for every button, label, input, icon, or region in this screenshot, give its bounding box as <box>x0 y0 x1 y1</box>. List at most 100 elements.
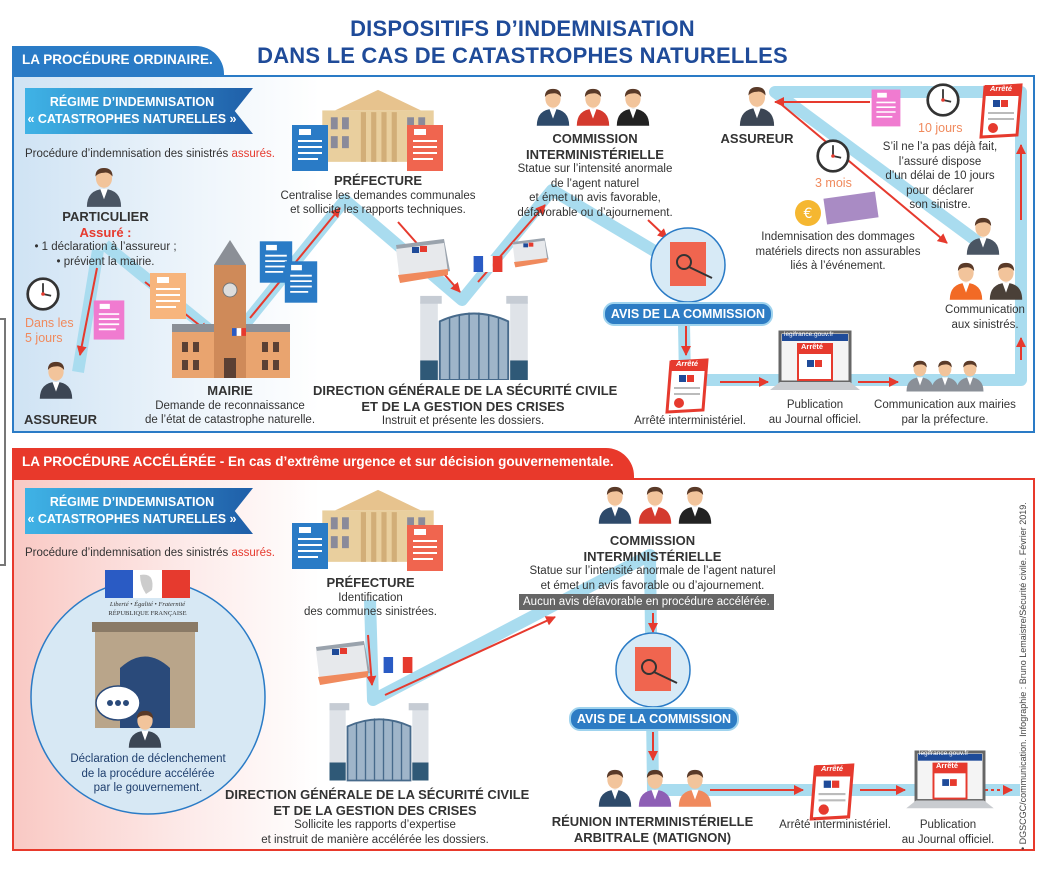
dossier-folder-icon <box>512 238 549 268</box>
arrete-label: Arrêté interministériel. <box>779 819 891 831</box>
regime-banner: RÉGIME D’INDEMNISATION « CATASTROPHES NA… <box>25 88 253 134</box>
delay-3-mois: 3 mois <box>815 176 852 190</box>
prefecture-desc: Centralise les demandes communales <box>280 189 476 202</box>
avis-commission-pill: AVIS DE LA COMMISSION <box>603 302 773 326</box>
prefecture-desc: et sollicite les rapports techniques. <box>290 204 466 216</box>
page-title: DISPOSITIFS D’INDEMNISATION DANS LE CAS … <box>0 15 1045 69</box>
intro-highlight: assurés. <box>231 547 275 559</box>
desc-line: l’assuré dispose <box>898 155 982 168</box>
commission-desc: défavorable ou d’ajournement. <box>517 206 673 219</box>
sinistre-person-icon <box>949 262 983 300</box>
accelerated-arrows <box>366 613 1013 795</box>
avis-review-icon <box>615 632 691 708</box>
commission-block: COMMISSION INTERMINISTÉRIELLE Statue sur… <box>515 533 790 593</box>
commission-member-icon <box>598 486 632 524</box>
publication-line: au Journal officiel. <box>901 833 995 846</box>
commission-label: INTERMINISTÉRIELLE <box>526 146 664 162</box>
mairies-line: Communication aux mairies <box>874 399 1016 411</box>
banner-line-2: « CATASTROPHES NATURELLES » <box>27 112 237 126</box>
credit-text: • DGSCGC/communication. Infographie : Br… <box>1018 502 1028 850</box>
marianne-logo <box>105 570 190 598</box>
particulier-bullet: • 1 déclaration à l’assureur ; <box>34 241 177 253</box>
intro-main: Procédure d’indemnisation des sinistrés <box>25 148 232 160</box>
dgsc-label: ET DE LA GESTION DES CRISES <box>361 398 565 414</box>
desc-line: matériels directs non assurables <box>755 245 921 258</box>
banner-line-1: RÉGIME D’INDEMNISATION <box>49 495 215 509</box>
reunion-block: RÉUNION INTERMINISTÉRIELLE ARBITRALE (MA… <box>545 814 760 845</box>
reunion-member-icon <box>598 769 632 807</box>
dix-jours-desc: S’il ne l’a pas déjà fait, l’assuré disp… <box>870 140 1010 213</box>
no-unfavorable-note: Aucun avis défavorable en procédure accé… <box>519 594 774 610</box>
commission-desc: de l’agent naturel <box>550 177 640 190</box>
regime-banner: RÉGIME D’INDEMNISATION « CATASTROPHES NA… <box>25 488 253 534</box>
prefecture-label: PRÉFECTURE <box>333 173 423 188</box>
gouvernement-desc: Déclaration de déclenchement de la procé… <box>48 752 248 796</box>
legifrance-laptop-icon <box>770 330 860 392</box>
french-flag-icon <box>473 256 503 272</box>
trois-mois-desc: Indemnisation des dommages matériels dir… <box>748 230 928 274</box>
dgsc-label: DIRECTION GÉNÉRALE DE LA SÉCURITÉ CIVILE <box>313 383 618 398</box>
dossier-folder-icon <box>316 641 370 685</box>
intro-text: Procédure d’indemnisation des sinistrés … <box>25 147 275 162</box>
assure-label: Assuré : <box>79 224 132 240</box>
intro-text: Procédure d’indemnisation des sinistrés … <box>25 546 275 561</box>
dgsc-desc: Sollicite les rapports d’expertise <box>294 819 456 831</box>
arrete-doc-label: Arrêté <box>990 84 1013 93</box>
mairies-block: Communication aux mairies par la préfect… <box>865 398 1025 427</box>
delay-line: Dans les <box>25 316 74 330</box>
prefecture-block: PRÉFECTURE Identification des communes s… <box>298 575 443 620</box>
particulier-block: PARTICULIER Assuré : • 1 déclaration à l… <box>23 209 188 269</box>
dgsc-gate-icon <box>419 294 529 380</box>
desc-line: Déclaration de déclenchement <box>70 753 226 765</box>
intro-highlight: assurés. <box>231 148 275 160</box>
dgsc-desc: Instruit et présente les dossiers. <box>381 415 545 427</box>
publication-line: Publication <box>919 819 977 831</box>
dgsc-label: ET DE LA GESTION DES CRISES <box>273 802 477 818</box>
particulier-bullet: • prévient la mairie. <box>56 255 155 268</box>
mairie-block: MAIRIE Demande de reconnaissance de l’ét… <box>130 383 330 428</box>
arrete-screen-label: Arrêté <box>936 761 959 770</box>
commission-desc: et émet un avis favorable, <box>529 192 661 204</box>
publication-line: au Journal officiel. <box>768 413 862 426</box>
clock-icon <box>26 277 60 311</box>
svg-text:€: € <box>804 206 813 222</box>
document-icon <box>283 260 319 304</box>
title-line-1: DISPOSITIFS D’INDEMNISATION <box>350 16 695 41</box>
desc-line: liés à l’événement. <box>790 260 886 272</box>
logo-name: RÉPUBLIQUE FRANÇAISE <box>108 610 187 617</box>
publication-block: Publication au Journal officiel. <box>888 818 1008 847</box>
left-edge-bar <box>0 318 6 566</box>
legifrance-site-label: legifrance.gouv.fr <box>919 750 969 757</box>
prefecture-block: PRÉFECTURE Centralise les demandes commu… <box>278 173 478 218</box>
dgsc-label: DIRECTION GÉNÉRALE DE LA SÉCURITÉ CIVILE <box>225 787 530 802</box>
commission-member-icon <box>678 486 712 524</box>
legifrance-site-label: legifrance.gouv.fr <box>784 331 834 338</box>
avis-commission-pill: AVIS DE LA COMMISSION <box>569 707 739 731</box>
clock-icon <box>816 139 850 173</box>
dgsc-desc: et instruit de manière accélérée les dos… <box>261 833 489 846</box>
french-flag-icon <box>383 657 413 673</box>
dgsc-gate-icon <box>328 702 430 782</box>
arrow-to-avis <box>647 219 668 239</box>
desc-line: de la procédure accélérée <box>81 767 215 780</box>
mairies-line: par la préfecture. <box>901 413 989 426</box>
arrete-doc-icon <box>809 763 855 821</box>
prefecture-desc: des communes sinistrées. <box>304 606 437 618</box>
delay-10-jours: 10 jours <box>918 121 963 135</box>
document-icon <box>290 123 330 173</box>
commission-desc: Statue sur l’intensité anormale <box>517 163 673 175</box>
ordinary-tab: LA PROCÉDURE ORDINAIRE. <box>12 46 224 76</box>
mairie-label: MAIRIE <box>207 383 253 398</box>
sinistres-line: Communication <box>945 304 1025 316</box>
publication-line: Publication <box>786 399 844 411</box>
title-line-2: DANS LE CAS DE CATASTROPHES NATURELLES <box>257 43 788 68</box>
report-doc-icon <box>405 523 445 573</box>
assureur-left-label: ASSUREUR <box>24 412 97 427</box>
assureur-person-icon <box>39 361 73 399</box>
particulier-person-icon <box>86 167 122 207</box>
reunion-label: RÉUNION INTERMINISTÉRIELLE <box>551 814 754 829</box>
assureur-top-person-icon <box>739 86 775 126</box>
logo-motto: Liberté • Égalité • Fraternité <box>109 601 186 608</box>
desc-line: pour déclarer <box>906 184 974 197</box>
